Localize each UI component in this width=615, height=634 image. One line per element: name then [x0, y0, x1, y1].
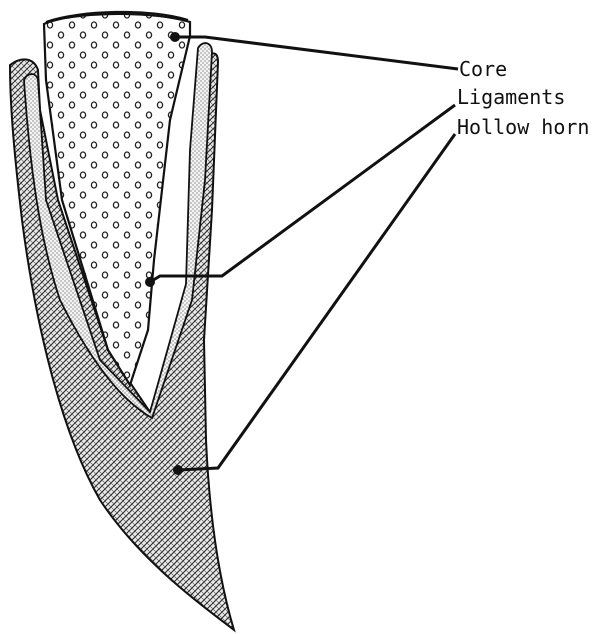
- hollow-horn-label: Hollow horn: [457, 115, 589, 139]
- hollow-horn-leader-line: [178, 134, 455, 470]
- core-label: Core: [459, 57, 507, 81]
- ligaments-label: Ligaments: [457, 85, 565, 109]
